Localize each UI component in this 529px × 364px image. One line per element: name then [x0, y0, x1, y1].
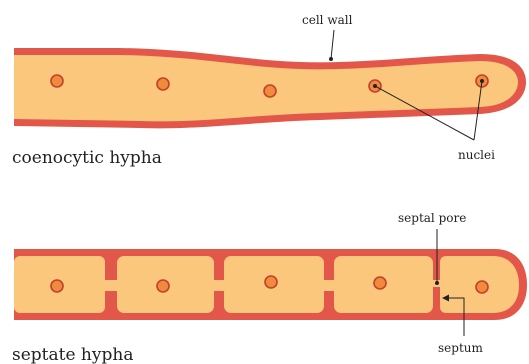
nucleus: [264, 85, 276, 97]
cell-wall-label: cell wall: [302, 13, 353, 27]
nucleus: [157, 280, 169, 292]
nucleus: [51, 75, 63, 87]
septum-label: septum: [438, 341, 483, 355]
nucleus: [374, 277, 386, 289]
septal-pore-label: septal pore: [398, 211, 466, 225]
coenocytic-hypha: [14, 48, 526, 128]
nucleus: [476, 281, 488, 293]
nucleus: [265, 276, 277, 288]
nucleus: [51, 280, 63, 292]
septal-pore: [322, 280, 336, 291]
cell-wall-annotation: cell wall: [302, 13, 353, 61]
septal-pore: [212, 280, 226, 291]
cell-wall-leader-line: [331, 30, 334, 59]
coenocytic-hypha-label: coenocytic hypha: [12, 148, 162, 168]
nucleus: [157, 78, 169, 90]
septate-hypha-label: septate hypha: [12, 345, 133, 364]
septate-hypha: [14, 249, 527, 320]
septal-pore: [103, 280, 119, 291]
cell-wall-leader-dot: [329, 57, 333, 61]
septal-pore-leader-dot: [435, 281, 439, 285]
nuclei-label: nuclei: [458, 148, 495, 162]
